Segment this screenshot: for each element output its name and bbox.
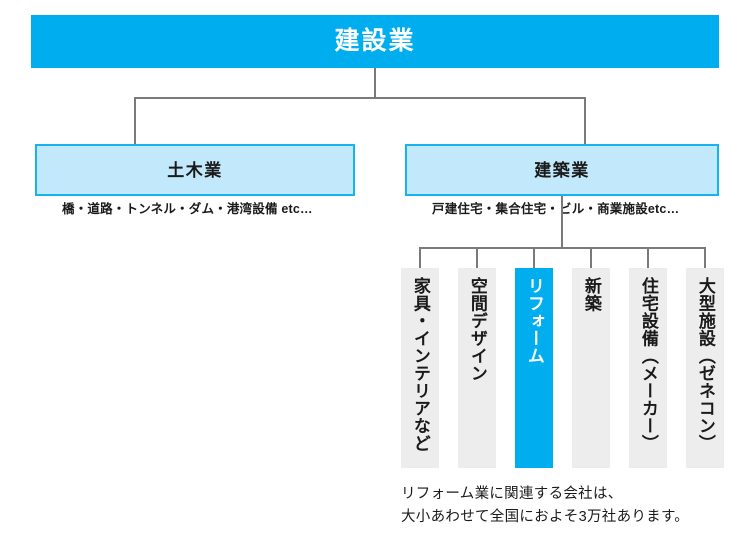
leaf-node-reform: リフォーム xyxy=(515,268,553,468)
connector-leaf-stem-1 xyxy=(419,247,421,269)
connector-leaf-stem-2 xyxy=(476,247,478,269)
leaf-label-large-facilities: 大型施設（ゼネコン） xyxy=(695,277,715,452)
leaf-label-space-design: 空間デザイン xyxy=(467,277,487,382)
connector-root-vertical xyxy=(374,68,376,98)
leaf-node-new-construction: 新築 xyxy=(572,268,610,468)
connector-architecture-vertical xyxy=(584,97,586,144)
connector-leaf-stem-6 xyxy=(704,247,706,269)
leaf-label-reform: リフォーム xyxy=(524,277,544,365)
category-label-civil-engineering: 土木業 xyxy=(167,160,223,180)
footnote-line-1: リフォーム業に関連する会社は、 xyxy=(401,486,623,502)
category-caption-civil-engineering: 橋・道路・トンネル・ダム・港湾設備 etc… xyxy=(62,202,313,216)
connector-leaf-stem-3 xyxy=(533,247,535,269)
leaf-node-housing-equipment: 住宅設備（メーカー） xyxy=(629,268,667,468)
category-caption-architecture: 戸建住宅・集合住宅・ビル・商業施設etc… xyxy=(432,202,680,216)
leaf-label-furniture-interior: 家具・インテリアなど xyxy=(410,277,430,452)
category-label-architecture: 建築業 xyxy=(534,160,590,180)
root-node-construction-industry: 建設業 xyxy=(31,15,719,68)
leaf-label-new-construction: 新築 xyxy=(581,277,601,312)
category-node-civil-engineering: 土木業 xyxy=(35,144,355,196)
connector-leaf-horizontal xyxy=(419,247,704,249)
connector-level1-horizontal xyxy=(134,97,586,99)
connector-leaf-stem-5 xyxy=(647,247,649,269)
leaf-node-space-design: 空間デザイン xyxy=(458,268,496,468)
footnote-line-2: 大小あわせて全国におよそ3万社あります。 xyxy=(401,509,690,526)
root-node-label: 建設業 xyxy=(334,27,416,55)
leaf-node-furniture-interior: 家具・インテリアなど xyxy=(401,268,439,468)
leaf-label-housing-equipment: 住宅設備（メーカー） xyxy=(638,277,658,452)
connector-architecture-down xyxy=(561,196,563,248)
connector-leaf-stem-4 xyxy=(590,247,592,269)
category-node-architecture: 建築業 xyxy=(405,144,719,196)
leaf-node-large-facilities: 大型施設（ゼネコン） xyxy=(686,268,724,468)
footnote: リフォーム業に関連する会社は、 大小あわせて全国におよそ3万社あります。 xyxy=(401,483,689,530)
connector-civil-vertical xyxy=(134,97,136,144)
